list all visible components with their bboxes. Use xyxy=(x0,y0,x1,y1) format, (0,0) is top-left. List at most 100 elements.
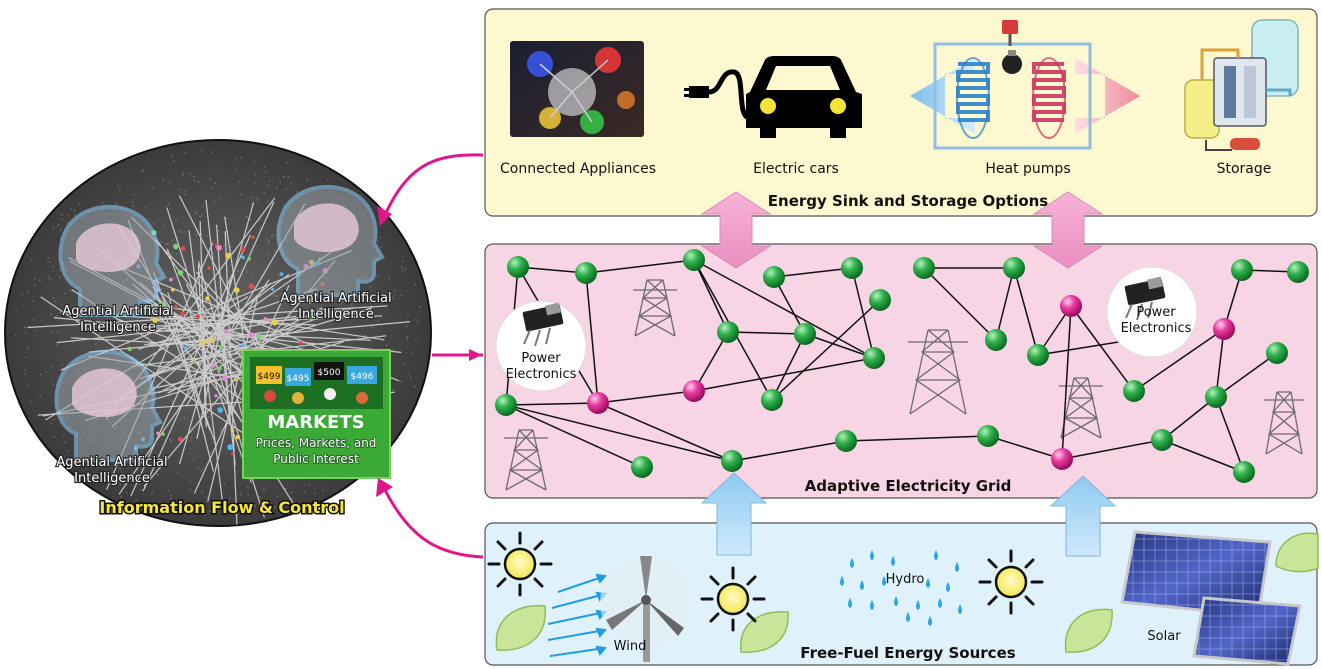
noise-speck xyxy=(400,294,402,297)
noise-speck xyxy=(183,417,186,419)
noise-speck xyxy=(160,502,162,504)
noise-speck xyxy=(24,331,27,334)
grid-node xyxy=(913,257,935,279)
noise-speck xyxy=(50,422,52,425)
noise-speck xyxy=(52,265,54,268)
rgb-led-lights-icon xyxy=(510,41,644,137)
noise-speck xyxy=(240,156,242,159)
noise-speck xyxy=(236,514,239,516)
noise-speck xyxy=(308,484,311,486)
data-flow-dot xyxy=(231,452,235,456)
noise-speck xyxy=(213,201,216,204)
data-flow-dot xyxy=(173,243,179,250)
noise-speck xyxy=(258,294,261,296)
noise-speck xyxy=(258,331,260,333)
price-tags: $499 $495 $500 $496 xyxy=(256,362,377,404)
noise-speck xyxy=(184,193,186,196)
noise-speck xyxy=(246,270,249,273)
noise-speck xyxy=(175,471,178,474)
noise-speck xyxy=(229,497,232,499)
noise-speck xyxy=(208,451,211,453)
noise-speck xyxy=(336,328,339,331)
noise-speck xyxy=(95,343,97,345)
noise-speck xyxy=(167,242,169,245)
noise-speck xyxy=(189,172,191,175)
noise-speck xyxy=(223,482,226,485)
markets-title: MARKETS xyxy=(267,412,364,433)
noise-speck xyxy=(407,314,409,316)
noise-speck xyxy=(151,492,154,494)
noise-speck xyxy=(216,396,219,399)
noise-speck xyxy=(407,373,409,375)
noise-speck xyxy=(283,205,285,207)
noise-speck xyxy=(52,226,55,229)
grid-node xyxy=(985,329,1007,351)
data-flow-dot xyxy=(227,444,234,451)
noise-speck xyxy=(240,338,242,341)
noise-speck xyxy=(415,339,417,342)
noise-speck xyxy=(296,191,298,193)
noise-speck xyxy=(60,310,62,313)
noise-speck xyxy=(180,306,182,308)
data-flow-dot xyxy=(248,283,255,290)
noise-speck xyxy=(254,173,256,175)
noise-speck xyxy=(167,489,170,491)
noise-speck xyxy=(197,181,200,183)
data-flow-dot xyxy=(208,337,215,344)
noise-speck xyxy=(147,336,149,339)
noise-speck xyxy=(276,495,279,498)
noise-speck xyxy=(404,268,407,270)
data-flow-line xyxy=(188,230,223,501)
noise-speck xyxy=(322,490,324,492)
noise-speck xyxy=(185,314,187,317)
data-flow-line xyxy=(111,328,371,341)
noise-speck xyxy=(36,415,39,417)
noise-speck xyxy=(182,173,184,176)
noise-speck xyxy=(141,450,143,452)
noise-speck xyxy=(50,313,53,316)
data-flow-dot xyxy=(219,344,224,349)
data-flow-line xyxy=(143,260,336,487)
noise-speck xyxy=(201,149,203,151)
noise-speck xyxy=(242,274,244,277)
noise-speck xyxy=(181,231,184,233)
data-flow-dot xyxy=(271,287,275,291)
price-tag: $495 xyxy=(287,374,310,384)
noise-speck xyxy=(195,211,198,214)
noise-speck xyxy=(209,178,211,181)
noise-speck xyxy=(41,320,43,322)
noise-speck xyxy=(133,193,135,196)
noise-speck xyxy=(364,334,366,337)
noise-speck xyxy=(211,262,213,264)
noise-speck xyxy=(24,326,26,328)
grid-node xyxy=(1233,461,1255,483)
heat-pump-icon xyxy=(910,20,1140,150)
noise-speck xyxy=(193,175,196,178)
noise-speck xyxy=(154,408,157,410)
noise-speck xyxy=(27,384,30,386)
noise-speck xyxy=(233,350,235,353)
up-arrow-icon xyxy=(700,472,1117,557)
noise-speck xyxy=(47,257,49,259)
noise-speck xyxy=(63,292,66,294)
noise-speck xyxy=(301,346,304,348)
noise-speck xyxy=(154,367,156,370)
noise-speck xyxy=(73,317,75,320)
noise-speck xyxy=(162,179,164,181)
data-flow-dot xyxy=(200,339,206,346)
noise-speck xyxy=(131,201,133,203)
noise-speck xyxy=(152,186,154,189)
noise-speck xyxy=(177,371,180,373)
grid-node-inverter xyxy=(1213,318,1235,340)
noise-speck xyxy=(213,299,215,302)
noise-speck xyxy=(352,300,355,303)
noise-speck xyxy=(58,276,61,279)
solar-panel-icon xyxy=(1120,530,1302,666)
data-flow-dot xyxy=(299,341,304,345)
noise-speck xyxy=(159,297,161,299)
